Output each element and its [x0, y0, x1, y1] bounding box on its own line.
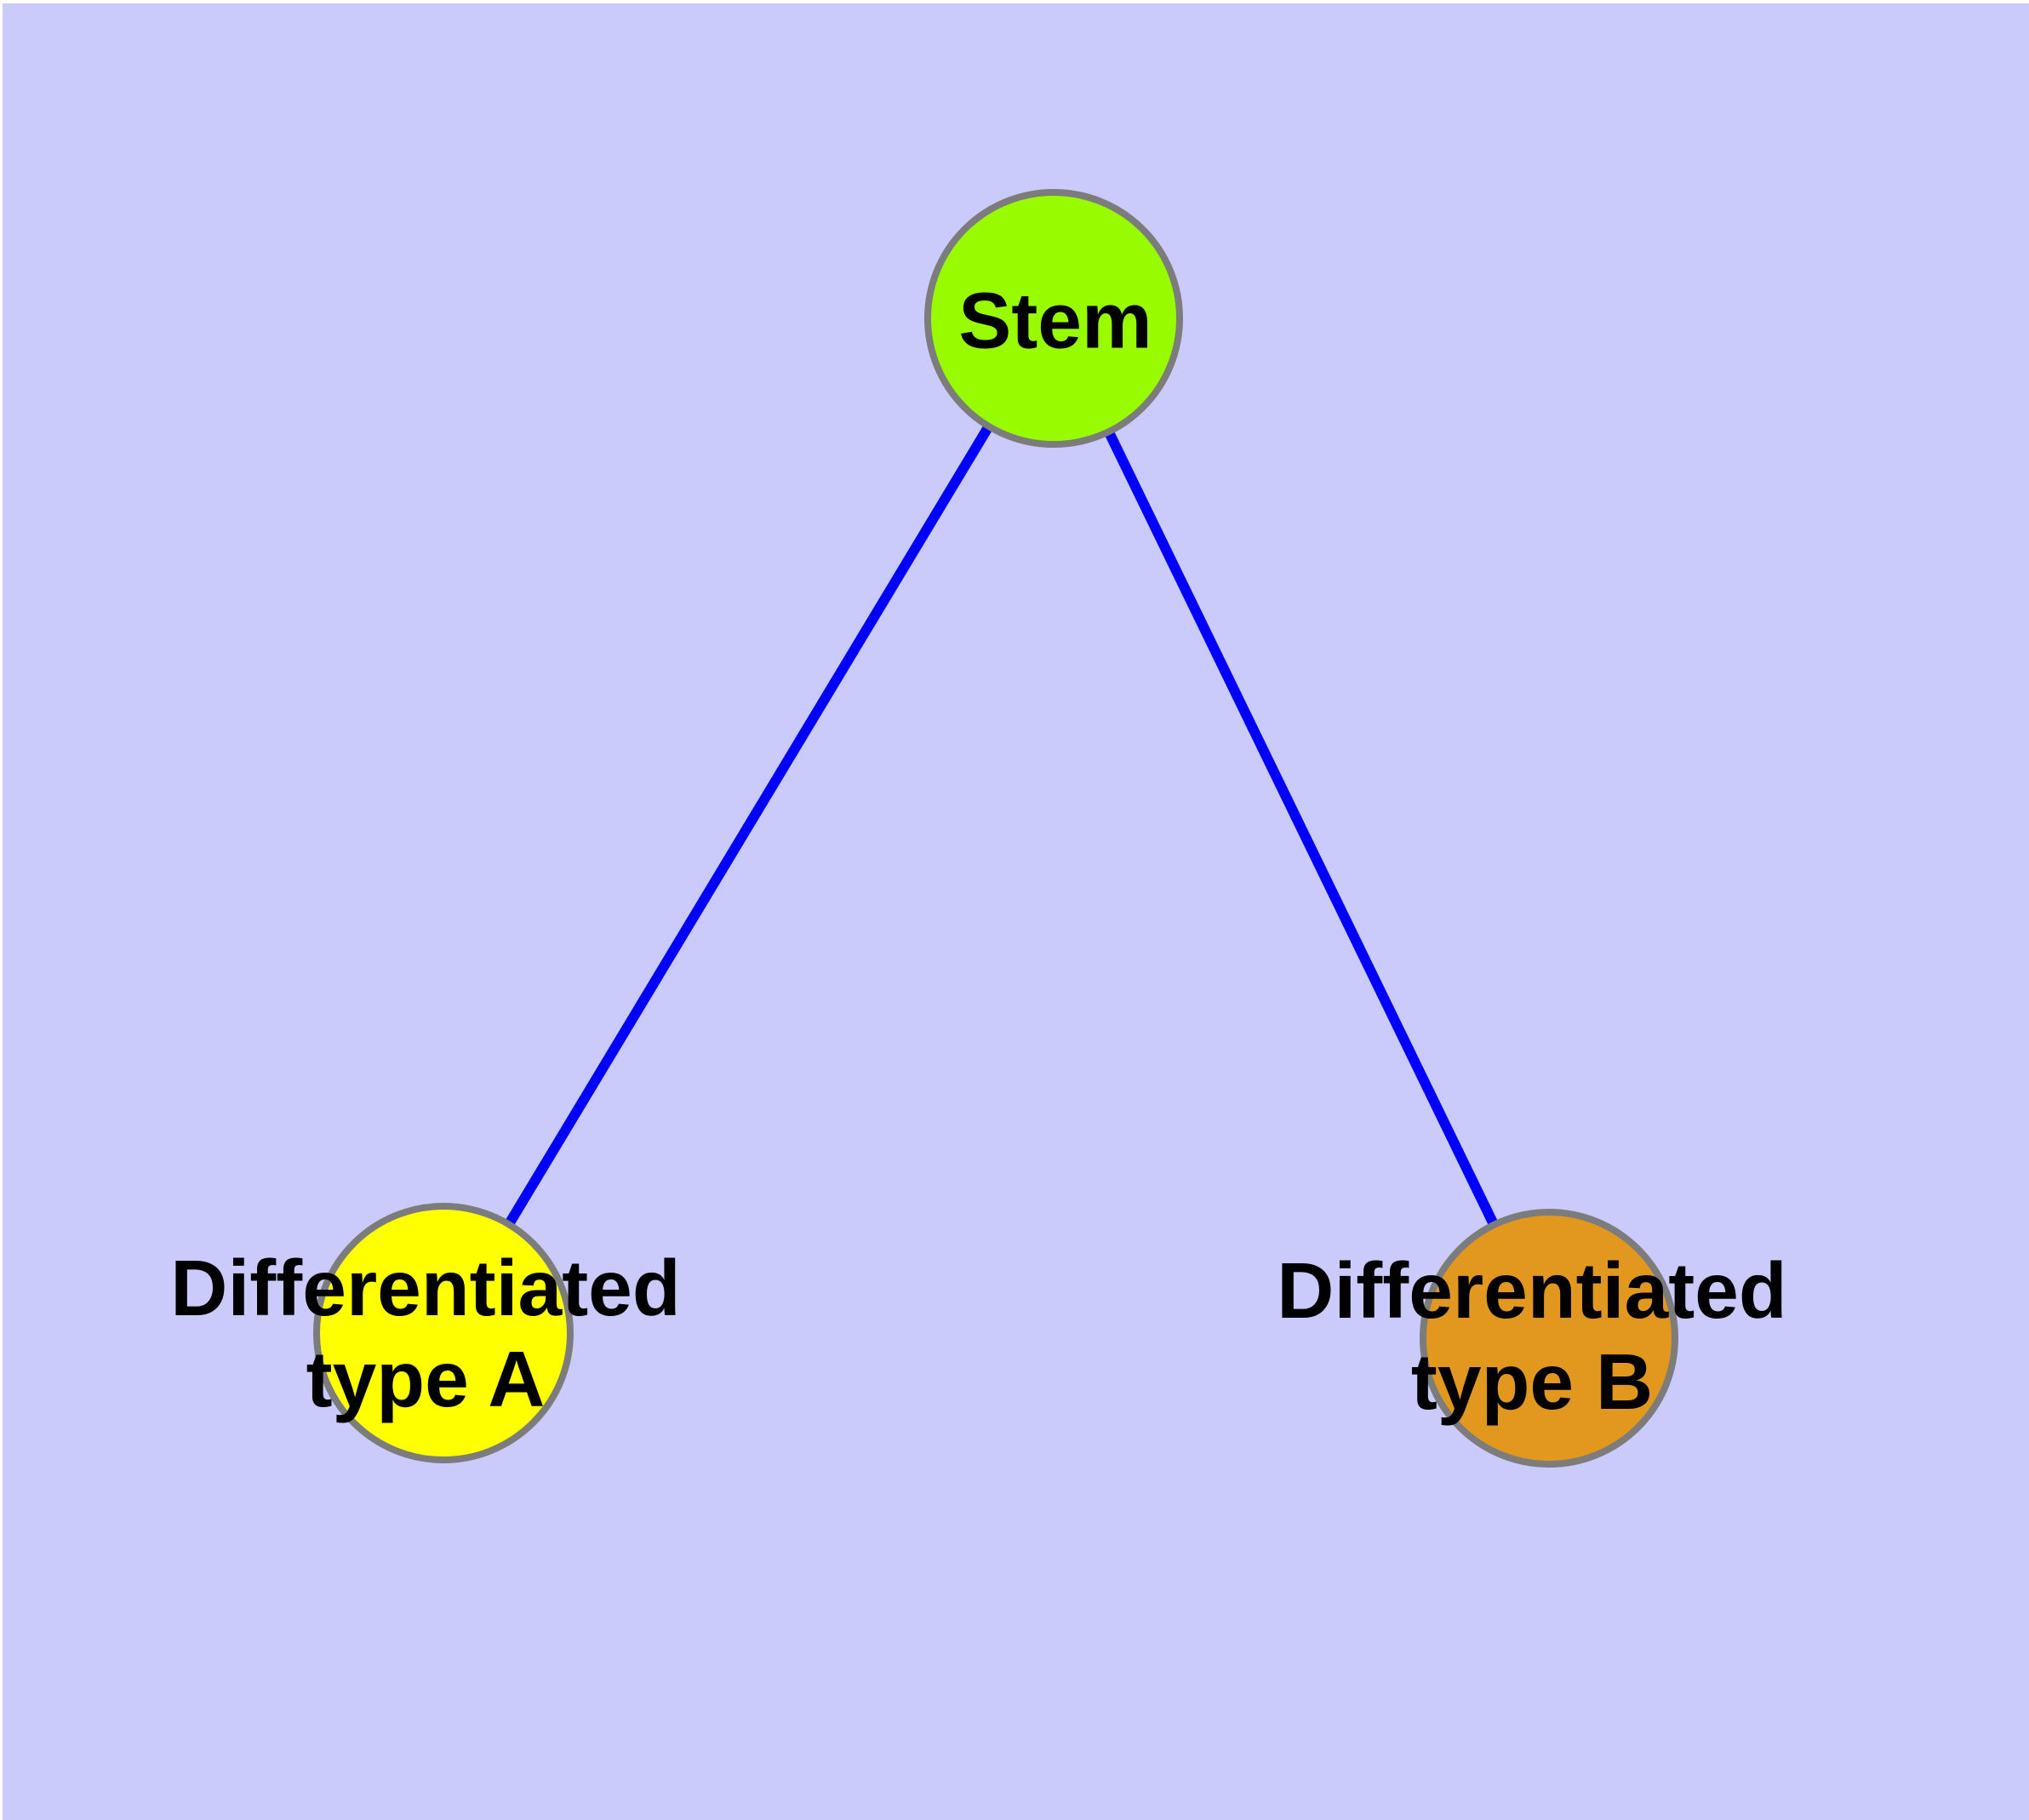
node-stem	[924, 189, 1183, 448]
node-type-a-label-line-2: type A	[306, 1335, 546, 1423]
node-type-a-label: Differentiated type A	[170, 1243, 680, 1425]
node-type-b	[1420, 1209, 1678, 1468]
node-type-a	[313, 1203, 574, 1463]
edge-stem-to-type-b	[1049, 316, 1554, 1341]
node-type-a-label-line-1: Differentiated	[170, 1244, 681, 1332]
node-type-b-label-line-2: type B	[1410, 1337, 1654, 1426]
node-stem-label: Stem	[958, 276, 1152, 365]
node-type-b-label: Differentiated type B	[1277, 1245, 1786, 1428]
edge-stem-to-type-a	[438, 315, 1059, 1336]
node-type-b-label-line-1: Differentiated	[1277, 1246, 1787, 1335]
